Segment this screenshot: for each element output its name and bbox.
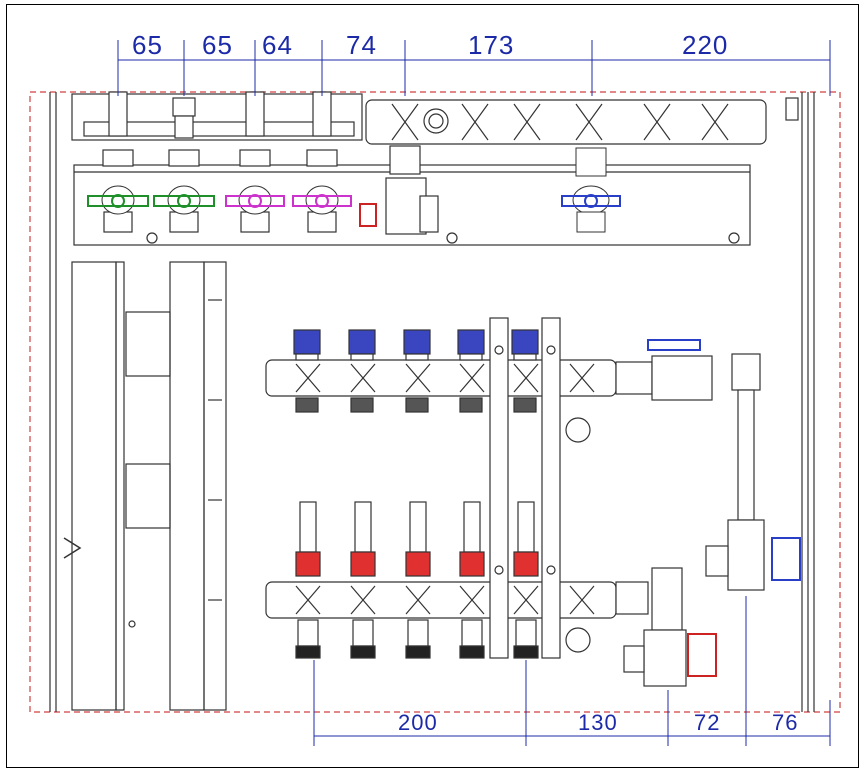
dim-top-4: 74 <box>346 30 377 60</box>
cabinet-walls <box>49 92 815 712</box>
dim-bottom-1: 200 <box>398 710 438 735</box>
upper-outlet-manifold <box>265 329 617 443</box>
supply-line-fittings <box>615 339 801 687</box>
dim-bottom-2: 130 <box>578 710 618 735</box>
ball-valve-green-1 <box>87 185 149 215</box>
dim-top-5: 173 <box>468 30 514 60</box>
supply-connections <box>102 91 338 233</box>
cabinet-outline <box>29 91 841 713</box>
dim-top-3: 64 <box>262 30 293 60</box>
ball-valve-magenta-1 <box>225 185 285 215</box>
top-dimension-chain <box>117 40 831 96</box>
bottom-dimension-chain <box>313 596 831 746</box>
dim-top-2: 65 <box>202 30 233 60</box>
manifold-brackets <box>489 317 561 659</box>
drawing-frame <box>6 4 859 768</box>
dim-bottom-4: 76 <box>772 710 798 735</box>
dim-top-1: 65 <box>132 30 163 60</box>
top-distribution-bar <box>365 97 799 145</box>
lower-outlet-manifold <box>265 501 617 659</box>
bypass-valve <box>359 145 439 235</box>
left-mounting-rails <box>63 261 227 711</box>
ball-valve-blue <box>561 147 621 233</box>
dim-bottom-3: 72 <box>694 710 720 735</box>
ball-valve-magenta-2 <box>292 185 352 215</box>
ball-valve-green-2 <box>153 185 215 215</box>
dim-top-6: 220 <box>682 30 728 60</box>
